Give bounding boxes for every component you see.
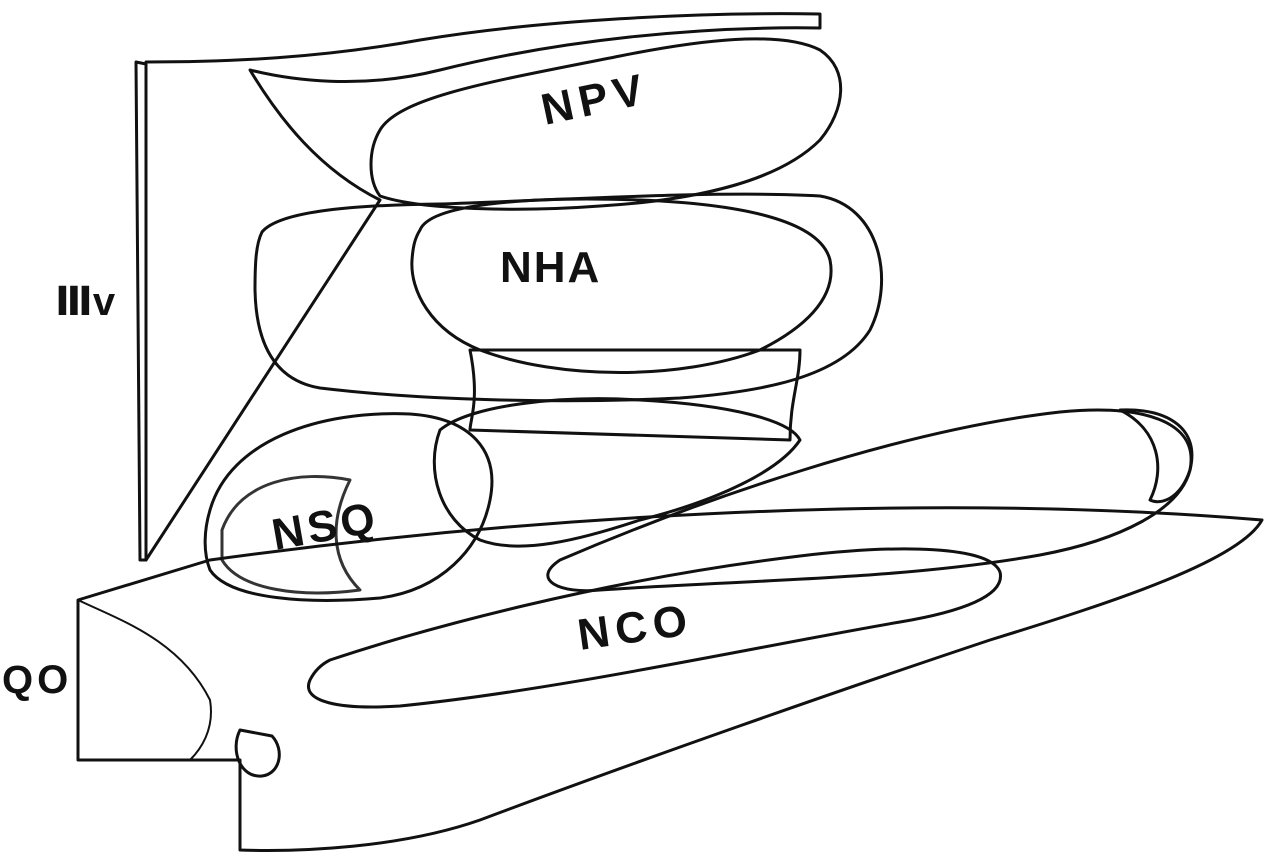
label-optic-chiasm: QO bbox=[2, 658, 72, 702]
optic-chiasm-block bbox=[78, 508, 1262, 851]
label-nha: NHA bbox=[500, 243, 601, 292]
label-nsq: NSQ bbox=[268, 493, 382, 560]
inner-mass bbox=[434, 399, 800, 546]
nucleus-npv bbox=[371, 39, 841, 209]
nucleus-nco-body bbox=[548, 410, 1192, 591]
label-third-ventricle: Ⅲv bbox=[55, 280, 116, 324]
nucleus-nha bbox=[412, 199, 831, 372]
label-nco: NCO bbox=[575, 595, 696, 660]
label-npv: NPV bbox=[537, 64, 653, 134]
central-column bbox=[470, 350, 800, 440]
third-ventricle bbox=[136, 14, 820, 560]
